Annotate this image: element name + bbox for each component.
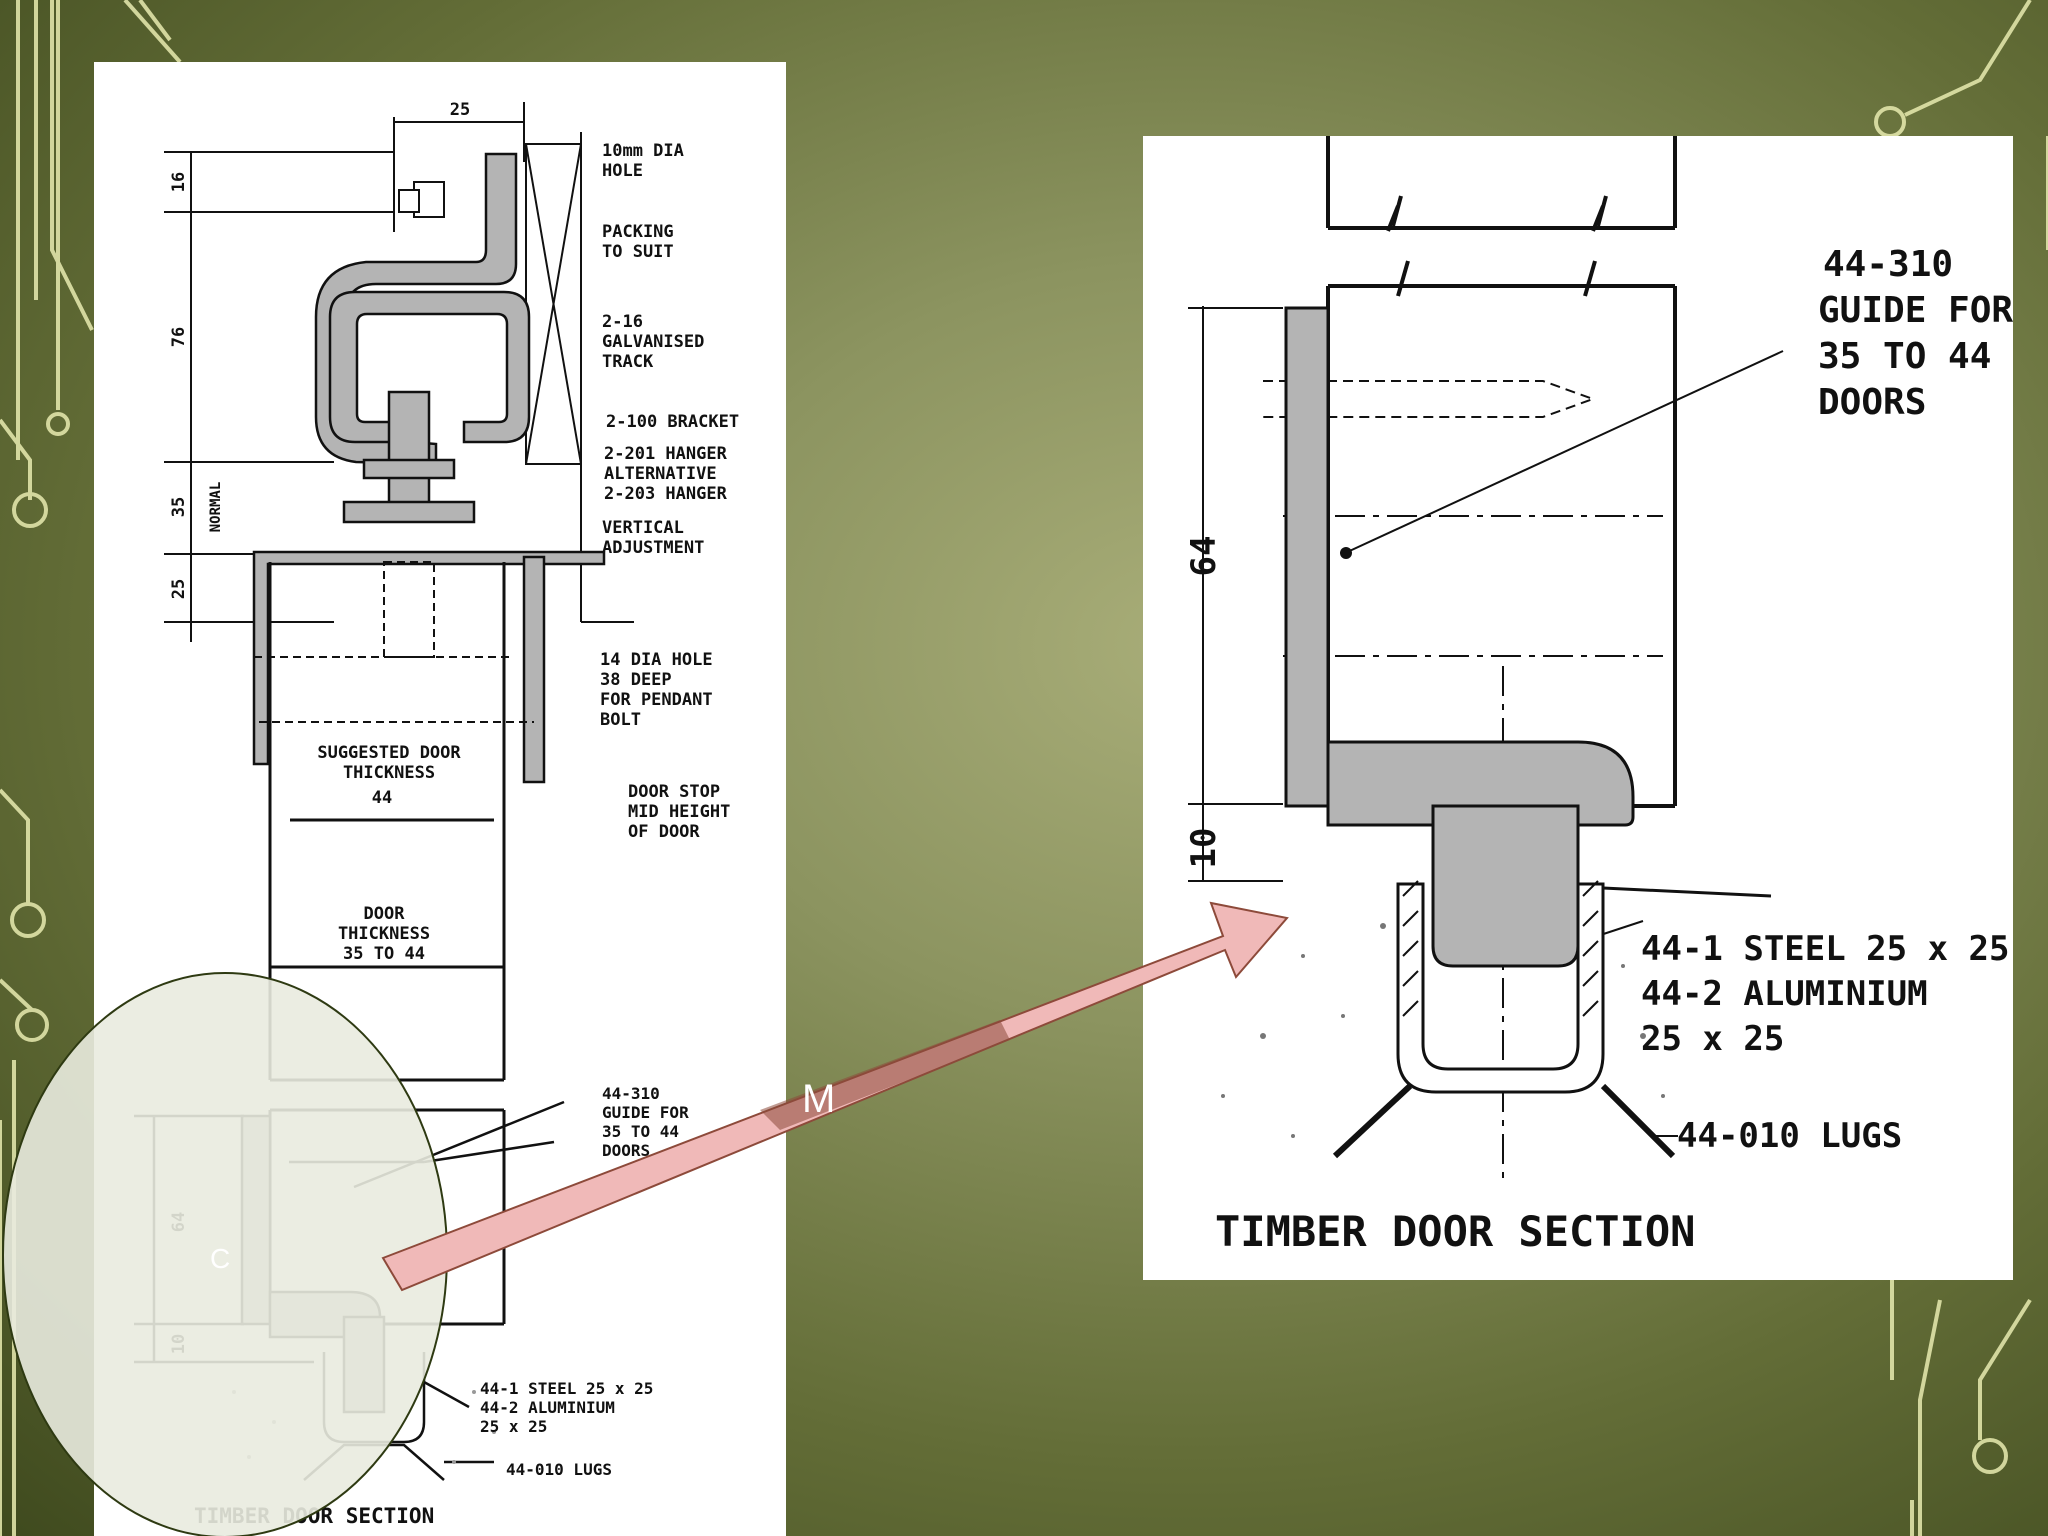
callout-steel-3: 25 x 25 [480, 1417, 547, 1436]
dim-76: 76 [169, 327, 189, 347]
callout-steel-large-2: 44-2 ALUMINIUM [1641, 974, 1928, 1014]
callout-door-thickness-2: THICKNESS [338, 924, 430, 944]
callout-door-stop-1: DOOR STOP [628, 782, 720, 802]
callout-bolt-1: 14 DIA HOLE [600, 650, 713, 670]
callout-lugs: 44-010 LUGS [506, 1460, 612, 1479]
dim-16: 16 [169, 172, 189, 192]
enlarged-guide-svg: 64 10 44-310 GUIDE FOR 35 TO 44 DOORS 44… [1184, 136, 2013, 1256]
callout-hanger-3: 2-203 HANGER [604, 484, 728, 504]
callout-lugs-large: 44-010 LUGS [1677, 1116, 1902, 1156]
callout-bolt-3: FOR PENDANT [600, 690, 713, 710]
dim-10-large: 10 [1184, 828, 1224, 869]
callout-vertical-1: VERTICAL [602, 518, 684, 538]
callout-door-stop-2: MID HEIGHT [628, 802, 730, 822]
callout-bracket: 2-100 BRACKET [606, 412, 739, 432]
callout-packing-1: PACKING [602, 222, 674, 242]
callout-track-2: GALVANISED [602, 332, 704, 352]
dim-normal: NORMAL [208, 482, 224, 533]
callout-steel-large-1: 44-1 STEEL 25 x 25 [1641, 929, 2009, 969]
callout-bolt-4: BOLT [600, 710, 641, 730]
callout-guide-large-1: 44-310 [1823, 244, 1953, 285]
callout-packing-2: TO SUIT [602, 242, 674, 262]
dim-64-large: 64 [1184, 536, 1224, 577]
circle-label: C [210, 1243, 230, 1274]
callout-door-thickness-3: 35 TO 44 [343, 944, 425, 964]
enlarged-guide-detail: 64 10 44-310 GUIDE FOR 35 TO 44 DOORS 44… [1143, 136, 2013, 1280]
callout-guide-4: DOORS [602, 1141, 650, 1160]
callout-door-stop-3: OF DOOR [628, 822, 700, 842]
full-section-svg: 16 76 35 NORMAL 25 64 10 25 10mm DIA HOL… [134, 100, 739, 1528]
callout-bolt-2: 38 DEEP [600, 670, 672, 690]
dim-top-25: 25 [450, 100, 470, 120]
callout-track-1: 2-16 [602, 312, 643, 332]
callout-hole-2: HOLE [602, 161, 643, 181]
arrow-label: M [802, 1077, 835, 1121]
callout-vertical-2: ADJUSTMENT [602, 538, 704, 558]
dim-25: 25 [169, 579, 189, 599]
callout-hanger-1: 2-201 HANGER [604, 444, 728, 464]
callout-guide-large-2: GUIDE FOR [1818, 290, 2013, 331]
callout-suggested-1: SUGGESTED DOOR [317, 743, 461, 763]
callout-suggested-3: 44 [372, 788, 392, 808]
callout-guide-2: GUIDE FOR [602, 1103, 689, 1122]
callout-guide-large-3: 35 TO 44 [1818, 336, 1991, 377]
callout-suggested-2: THICKNESS [343, 763, 435, 783]
callout-steel-large-3: 25 x 25 [1641, 1019, 1784, 1059]
callout-steel-1: 44-1 STEEL 25 x 25 [480, 1379, 653, 1398]
dim-35: 35 [169, 497, 189, 517]
callout-track-3: TRACK [602, 352, 654, 372]
callout-guide-large-4: DOORS [1818, 382, 1926, 423]
callout-guide-1: 44-310 [602, 1084, 660, 1103]
callout-hole-1: 10mm DIA [602, 141, 684, 161]
caption-right: TIMBER DOOR SECTION [1215, 1207, 1695, 1256]
callout-door-thickness-1: DOOR [364, 904, 406, 924]
callout-steel-2: 44-2 ALUMINIUM [480, 1398, 615, 1417]
callout-hanger-2: ALTERNATIVE [604, 464, 717, 484]
callout-guide-3: 35 TO 44 [602, 1122, 679, 1141]
